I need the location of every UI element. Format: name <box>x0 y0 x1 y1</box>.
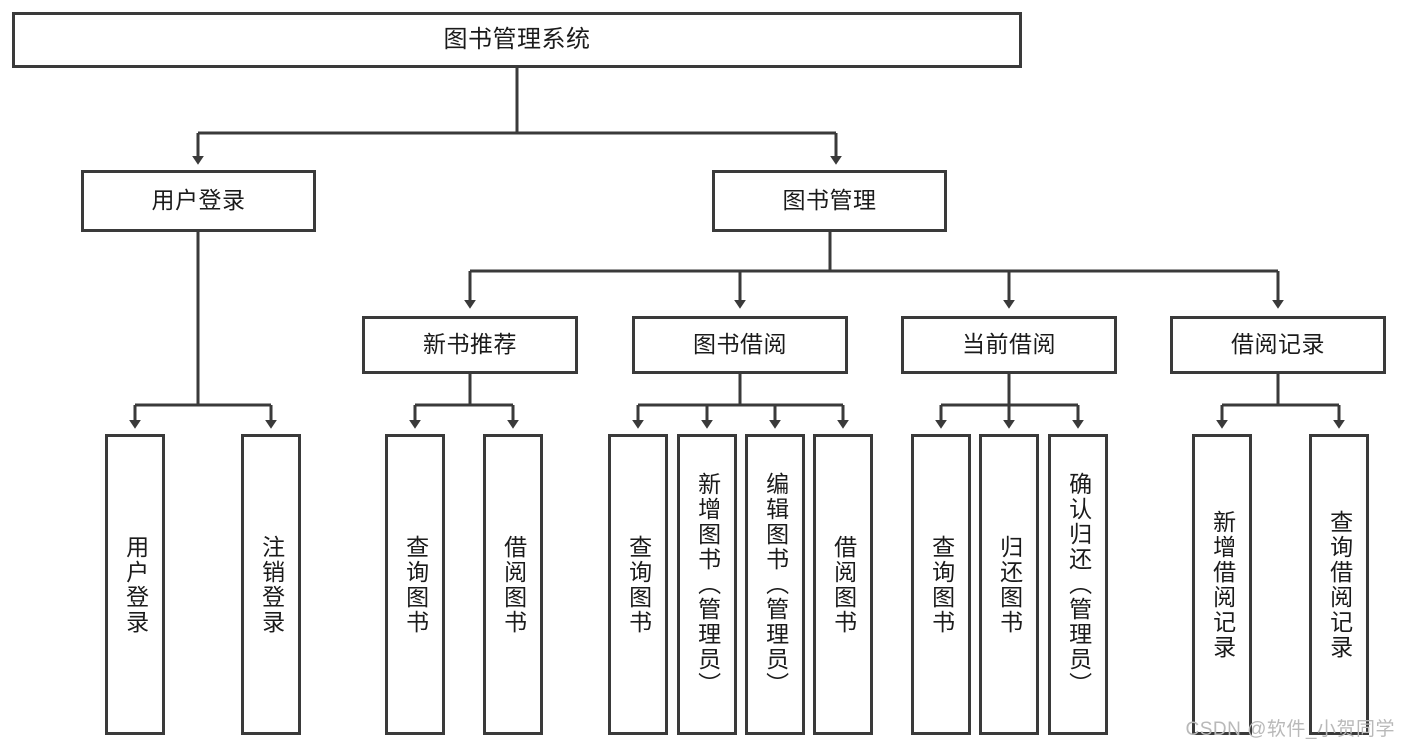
leaf-logout[interactable]: 注销登录 <box>241 434 301 735</box>
leaf-add-book-admin-label: 新增图书（管理员） <box>694 472 721 697</box>
node-borrow-record-label: 借阅记录 <box>1231 331 1325 358</box>
leaf-query-borrow-record-label: 查询借阅记录 <box>1326 509 1353 660</box>
csdn-watermark: CSDN @软件_小贺同学 <box>1185 719 1395 740</box>
leaf-query-book-recommend-label: 查询图书 <box>402 534 429 635</box>
leaf-add-borrow-record-label: 新增借阅记录 <box>1209 509 1236 660</box>
node-new-book-recommend[interactable]: 新书推荐 <box>362 316 578 374</box>
leaf-confirm-return-admin-label: 确认归还（管理员） <box>1065 472 1092 697</box>
leaf-user-login-label: 用户登录 <box>122 534 149 635</box>
leaf-confirm-return-admin[interactable]: 确认归还（管理员） <box>1048 434 1108 735</box>
leaf-query-borrow-record[interactable]: 查询借阅记录 <box>1309 434 1369 735</box>
leaf-edit-book-admin[interactable]: 编辑图书（管理员） <box>745 434 805 735</box>
leaf-user-login[interactable]: 用户登录 <box>105 434 165 735</box>
leaf-return-book[interactable]: 归还图书 <box>979 434 1039 735</box>
node-current-borrow[interactable]: 当前借阅 <box>901 316 1117 374</box>
node-book-management-label: 图书管理 <box>782 187 877 214</box>
node-user-login[interactable]: 用户登录 <box>81 170 316 232</box>
node-borrow-record[interactable]: 借阅记录 <box>1170 316 1386 374</box>
leaf-logout-label: 注销登录 <box>258 534 285 635</box>
node-root-system[interactable]: 图书管理系统 <box>12 12 1022 68</box>
leaf-add-book-admin[interactable]: 新增图书（管理员） <box>677 434 737 735</box>
leaf-return-book-label: 归还图书 <box>996 534 1023 635</box>
leaf-add-borrow-record[interactable]: 新增借阅记录 <box>1192 434 1252 735</box>
node-new-book-recommend-label: 新书推荐 <box>423 331 517 358</box>
leaf-query-book-current-label: 查询图书 <box>928 534 955 635</box>
leaf-borrow-book-recommend[interactable]: 借阅图书 <box>483 434 543 735</box>
leaf-borrow-book-recommend-label: 借阅图书 <box>500 534 527 635</box>
leaf-query-book-borrow[interactable]: 查询图书 <box>608 434 668 735</box>
leaf-edit-book-admin-label: 编辑图书（管理员） <box>762 472 789 697</box>
node-book-management[interactable]: 图书管理 <box>712 170 947 232</box>
node-user-login-label: 用户登录 <box>151 187 246 214</box>
leaf-borrow-book-label: 借阅图书 <box>830 534 857 635</box>
leaf-borrow-book[interactable]: 借阅图书 <box>813 434 873 735</box>
node-book-borrow-label: 图书借阅 <box>693 331 787 358</box>
node-current-borrow-label: 当前借阅 <box>962 331 1056 358</box>
leaf-query-book-recommend[interactable]: 查询图书 <box>385 434 445 735</box>
node-root-system-label: 图书管理系统 <box>443 25 591 53</box>
node-book-borrow[interactable]: 图书借阅 <box>632 316 848 374</box>
leaf-query-book-current[interactable]: 查询图书 <box>911 434 971 735</box>
leaf-query-book-borrow-label: 查询图书 <box>625 534 652 635</box>
